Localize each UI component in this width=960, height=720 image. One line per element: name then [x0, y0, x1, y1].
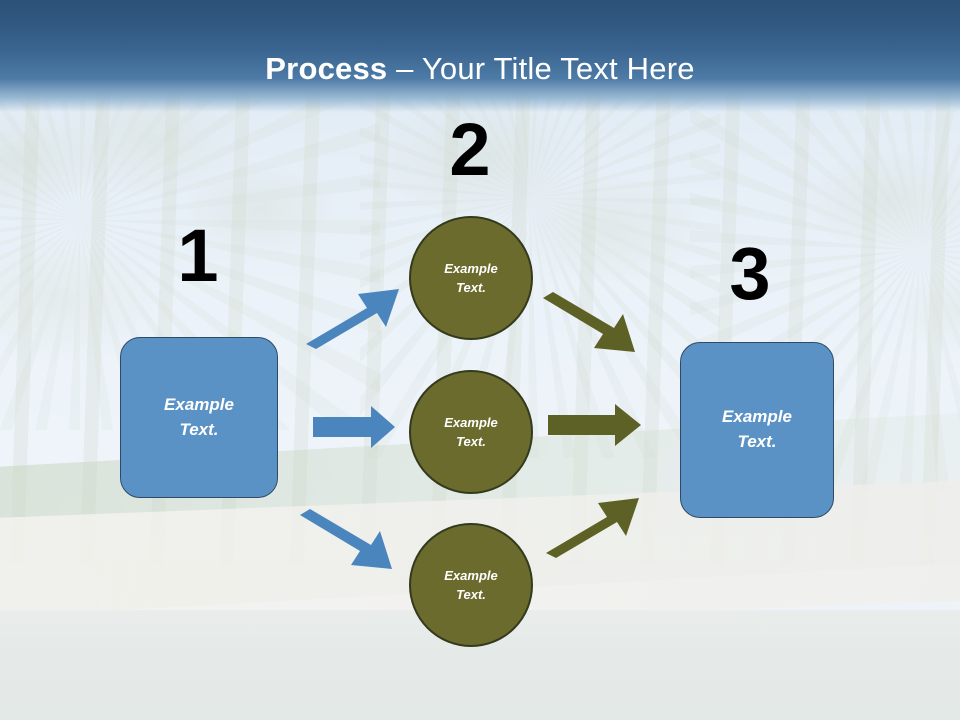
process-circle-3-text: Example Text. — [444, 566, 497, 605]
process-circle-3[interactable]: Example Text. — [409, 523, 533, 647]
process-circle-3-line1: Example — [444, 567, 498, 583]
process-circle-2-text: Example Text. — [444, 413, 497, 452]
output-box-line2: Text. — [737, 432, 777, 451]
page-title-dash: – — [387, 51, 422, 86]
input-box-line1: Example — [164, 394, 234, 414]
output-box[interactable]: Example Text. — [680, 342, 834, 518]
step-number-2: 2 — [449, 108, 491, 191]
process-circle-1-line1: Example — [444, 260, 498, 276]
process-circle-2-line2: Text. — [456, 434, 486, 449]
input-box-line2: Text. — [179, 419, 219, 439]
output-box-line1: Example — [722, 407, 792, 427]
page-title: Process – Your Title Text Here — [0, 51, 960, 87]
input-box-text: Example Text. — [164, 393, 234, 442]
page-title-rest: Your Title Text Here — [421, 51, 695, 86]
output-box-text: Example Text. — [722, 405, 792, 454]
process-circle-2[interactable]: Example Text. — [409, 370, 533, 494]
process-circle-2-line1: Example — [444, 414, 498, 430]
process-circle-1-line2: Text. — [456, 280, 486, 295]
process-circle-1-text: Example Text. — [444, 259, 497, 298]
header-band — [0, 0, 960, 112]
process-circle-3-line2: Text. — [456, 587, 486, 602]
input-box[interactable]: Example Text. — [120, 337, 278, 498]
step-number-3: 3 — [729, 232, 771, 315]
process-circle-1[interactable]: Example Text. — [409, 216, 533, 340]
step-number-1: 1 — [177, 214, 219, 297]
page-title-strong: Process — [265, 51, 388, 86]
